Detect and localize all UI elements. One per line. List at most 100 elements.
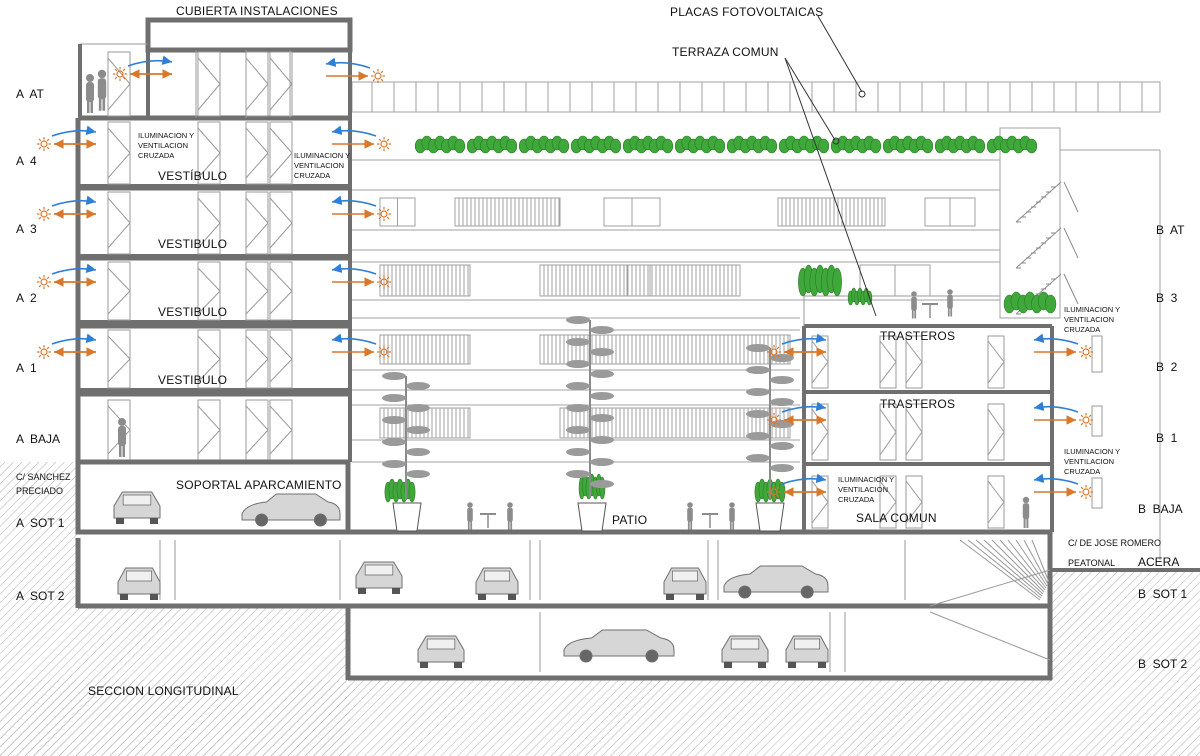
label-ilum-5c: CRUZADA	[838, 495, 874, 504]
label-ilum-1b: VENTILACION	[138, 141, 188, 150]
label-ilum-1c: CRUZADA	[138, 151, 174, 160]
car-front	[475, 567, 519, 600]
label-patio: PATIO	[612, 513, 647, 527]
sun-icon	[37, 137, 51, 151]
patio-trees	[382, 316, 794, 500]
planter	[755, 502, 785, 532]
level-b-2: B 2	[1156, 360, 1178, 374]
label-trasteros-1: TRASTEROS	[880, 329, 955, 343]
label-vestibulo-3: VESTIBULO	[158, 237, 227, 251]
level-b-baja: B BAJA	[1138, 502, 1183, 516]
level-a-sot2: A SOT 2	[16, 589, 65, 603]
vegetation	[384, 135, 1057, 532]
level-b-at: B AT	[1156, 223, 1185, 237]
level-a-2: A 2	[16, 291, 37, 305]
airflow-arrow	[113, 55, 173, 81]
label-ilum-5a: ILUMINACION Y	[838, 475, 894, 484]
label-ilum-5b: VENTILACION	[838, 485, 888, 494]
terrace-plant	[830, 135, 882, 154]
labels: CUBIERTA INSTALACIONES PLACAS FOTOVOLTAI…	[16, 4, 1187, 698]
label-ilum-3c: CRUZADA	[1064, 325, 1100, 334]
shrub	[847, 287, 873, 306]
person	[1022, 496, 1030, 528]
sun-icon	[1079, 413, 1093, 427]
tree	[382, 372, 430, 500]
level-b-3: B 3	[1156, 291, 1178, 305]
airflow-arrow	[767, 401, 827, 427]
label-vestibulo-4: VESTÍBULO	[158, 168, 227, 183]
terrace-plant	[726, 135, 778, 154]
terrace-plant	[778, 135, 830, 154]
level-a-baja: A BAJA	[16, 432, 60, 446]
label-placas: PLACAS FOTOVOLTAICAS	[670, 5, 823, 19]
person	[467, 502, 473, 530]
shrub	[384, 478, 416, 503]
person	[911, 291, 917, 319]
airflow-arrow	[331, 125, 391, 151]
car-icon	[113, 491, 829, 668]
terrace-plant	[986, 135, 1038, 154]
airflow-arrow	[331, 195, 391, 221]
level-a-3: A 3	[16, 222, 37, 236]
ventilation-arrows	[37, 55, 1093, 499]
label-acera: ACERA	[1138, 555, 1179, 569]
sun-icon	[37, 345, 51, 359]
airflow-arrow	[37, 195, 97, 221]
terrace-plant	[518, 135, 570, 154]
label-calle-a-1: C/ SANCHEZ	[16, 472, 71, 482]
label-vestibulo-2: VESTIBULO	[158, 305, 227, 319]
airflow-arrow	[325, 57, 385, 83]
person	[947, 289, 953, 317]
person	[507, 502, 513, 530]
label-ilum-4c: CRUZADA	[1064, 467, 1100, 476]
terrace-plant	[934, 135, 986, 154]
label-ilum-3a: ILUMINACION Y	[1064, 305, 1120, 314]
sun-icon	[377, 345, 391, 359]
tree	[746, 344, 794, 500]
label-ilum-4b: VENTILACION	[1064, 457, 1114, 466]
airflow-arrow	[37, 125, 97, 151]
shrub	[798, 264, 842, 297]
car-front	[417, 635, 465, 668]
person	[86, 74, 94, 113]
airflow-arrow	[767, 473, 827, 499]
terrace-plant	[674, 135, 726, 154]
shrub	[1003, 291, 1057, 314]
airflow-arrow	[331, 263, 391, 289]
planter	[577, 502, 607, 532]
building-b	[802, 295, 1103, 532]
terrace-plant	[622, 135, 674, 154]
people-icon	[86, 69, 1030, 530]
car-front	[785, 635, 829, 668]
label-calle-b: C/ DE JOSE ROMERO	[1068, 538, 1161, 548]
level-b-sot2: B SOT 2	[1138, 657, 1187, 671]
car-side	[563, 629, 675, 663]
sun-icon	[371, 69, 385, 83]
car-front	[355, 561, 403, 594]
sun-icon	[37, 207, 51, 221]
airflow-arrow	[37, 263, 97, 289]
planter	[392, 502, 422, 532]
airflow-arrow	[1033, 401, 1093, 427]
level-a-sot1: A SOT 1	[16, 516, 65, 530]
label-ilum-4a: ILUMINACION Y	[1064, 447, 1120, 456]
level-b-sot1: B SOT 1	[1138, 587, 1187, 601]
label-calle-a-2: PRECIADO	[16, 486, 63, 496]
sun-icon	[767, 345, 781, 359]
airflow-arrow	[1033, 333, 1093, 359]
airflow-arrow	[1033, 473, 1093, 499]
car-front	[117, 567, 161, 600]
terrace-plant	[570, 135, 622, 154]
airflow-arrow	[331, 333, 391, 359]
label-terraza: TERRAZA COMUN	[672, 45, 779, 59]
label-sala: SALA COMUN	[856, 511, 937, 525]
label-ilum-1a: ILUMINACION Y	[138, 131, 194, 140]
terrace-plant	[466, 135, 518, 154]
label-vestibulo-1: VESTIBULO	[158, 373, 227, 387]
sun-icon	[377, 137, 391, 151]
person	[687, 502, 693, 530]
airflow-arrow	[37, 333, 97, 359]
sun-icon	[1079, 485, 1093, 499]
